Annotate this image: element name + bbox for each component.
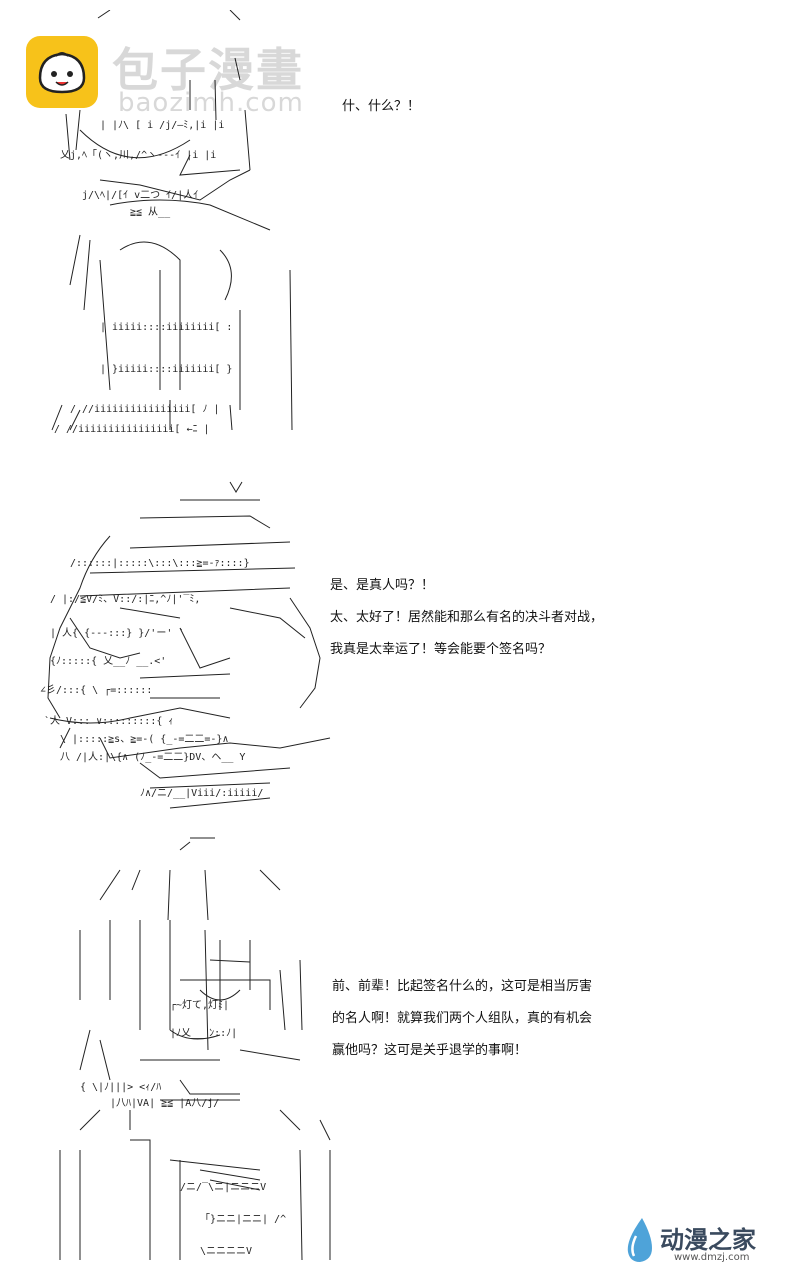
svg-text:/ //iiiiiiiiiiiiiiii[ ←ﾆ |: / //iiiiiiiiiiiiiiii[ ←ﾆ | [54,424,210,435]
svg-text:┌~灯て,灯ﾐ|: ┌~灯て,灯ﾐ| [170,999,229,1011]
panel-1-art: | |ﾉ\ [ i /j/—ﾐ,|i |i 乂j,ﾍ「(ヽ,川,/^ヽ‐‐-ｲ … [40,10,310,435]
svg-text:j/\ﾍ|/[ｲ v二つ ｲ/|人ｲ: j/\ﾍ|/[ｲ v二つ ｲ/|人ｲ [82,189,198,201]
svg-text:{ﾉ:::::{ 乂__ﾉ __.<': {ﾉ:::::{ 乂__ﾉ __.<' [50,656,166,667]
baozimh-watermark: 包子漫畫 baozimh.com [22,30,322,120]
svg-text:\ニニニニV: \ニニニニV [200,1246,252,1257]
panel-3-line-2: 的名人啊！就算我们两个人组队，真的有机会 [332,1011,593,1026]
panel-1-line-1: 什、什么？！ [342,99,421,114]
panel-2-line-1: 是、是真人吗？！ [330,578,435,593]
watermark-title: 包子漫畫 [112,43,304,97]
svg-text:`人 V::: ∨:::::::::{ ｨ: `人 V::: ∨:::::::::{ ｨ [44,715,173,727]
panel-2-line-2: 太、太好了！居然能和那么有名的决斗者对战， [330,610,604,625]
panel-3-line-1: 前、前辈！比起签名什么的，这可是相当厉害 [332,979,593,994]
svg-text:| 人{ {---:::} }/'ー' `: | 人{ {---:::} }/'ー' ` [50,627,184,639]
panel-3-art: ┌~灯て,灯ﾐ| |ﾉ乂___ﾝ::ﾉ| { \|ﾉ|||> <ｨ/ﾊ |八ﾊ|… [40,830,340,1270]
svg-text:/ //iiiiiiiiiiiiiiii[ ﾉ |: / //iiiiiiiiiiiiiiii[ ﾉ | [70,404,220,415]
svg-text:/ |:/≦V/ﾐ、V::/:|ﾆ,^ﾉ|'‾ﾐ,: / |:/≦V/ﾐ、V::/:|ﾆ,^ﾉ|'‾ﾐ, [50,594,200,605]
droplet-logo-icon [627,1218,652,1262]
svg-text:| iiiii::::iiiiiiii[ :: | iiiii::::iiiiiiii[ : [100,322,232,333]
svg-text:| }iiiii::::iiiiiii[ }: | }iiiii::::iiiiiii[ } [100,364,232,375]
svg-text:乂j,ﾍ「(ヽ,川,/^ヽ‐‐-ｲ |i |i: 乂j,ﾍ「(ヽ,川,/^ヽ‐‐-ｲ |i |i [60,149,216,161]
watermark-url: baozimh.com [118,88,304,118]
svg-text:八 /|人:|\{∧ (ﾉ_-=二二}DV、ヘ__ Y: 八 /|人:|\{∧ (ﾉ_-=二二}DV、ヘ__ Y [60,751,245,763]
svg-text:/::::::|:::::\:::\:::≧=-ｧ::::}: /::::::|:::::\:::\:::≧=-ｧ::::} [70,558,250,569]
svg-text:≧≦ 从__: ≧≦ 从__ [130,207,171,218]
panel-2-line-3: 我真是太幸运了！等会能要个签名吗？ [330,642,552,657]
svg-text:| |ﾉ\ [ i /j/—ﾐ,|i |i: | |ﾉ\ [ i /j/—ﾐ,|i |i [100,120,224,131]
svg-text:{ \|ﾉ|||> <ｨ/ﾊ: { \|ﾉ|||> <ｨ/ﾊ [80,1082,161,1093]
svg-text:∠彡/:::{ \ ┌=::::::: ∠彡/:::{ \ ┌=:::::: [40,685,152,696]
svg-text:\ |:::::≧s、≧=-( {_-=二二=-}∧: \ |:::::≧s、≧=-( {_-=二二=-}∧ [60,734,228,745]
svg-text:「}ニニ|ニニ| /^: 「}ニニ|ニニ| /^ [200,1213,286,1225]
svg-text:ﾉ∧/ニ/__|Viii/:iiiii/: ﾉ∧/ニ/__|Viii/:iiiii/ [140,788,263,799]
panel-3-line-3: 赢他吗？这可是关乎退学的事啊！ [332,1043,528,1058]
svg-text:/ニ/‾\ニ|ニニニV: /ニ/‾\ニ|ニニニV [180,1182,266,1193]
panel-2-art: /::::::|:::::\:::\:::≧=-ｧ::::} / |:/≦V/ﾐ… [30,478,340,818]
svg-text:|ﾉ乂___ﾝ::ﾉ|: |ﾉ乂___ﾝ::ﾉ| [170,1028,237,1039]
baozi-logo-icon [26,36,98,108]
svg-text:|八ﾊ|VA| ≧≦ |A八/j/: |八ﾊ|VA| ≧≦ |A八/j/ [110,1098,219,1109]
watermark-url: www.dmzj.com [674,1252,750,1263]
dmzj-watermark: 动漫之家 www.dmzj.com [622,1214,792,1270]
watermark-name: 动漫之家 [660,1226,756,1254]
